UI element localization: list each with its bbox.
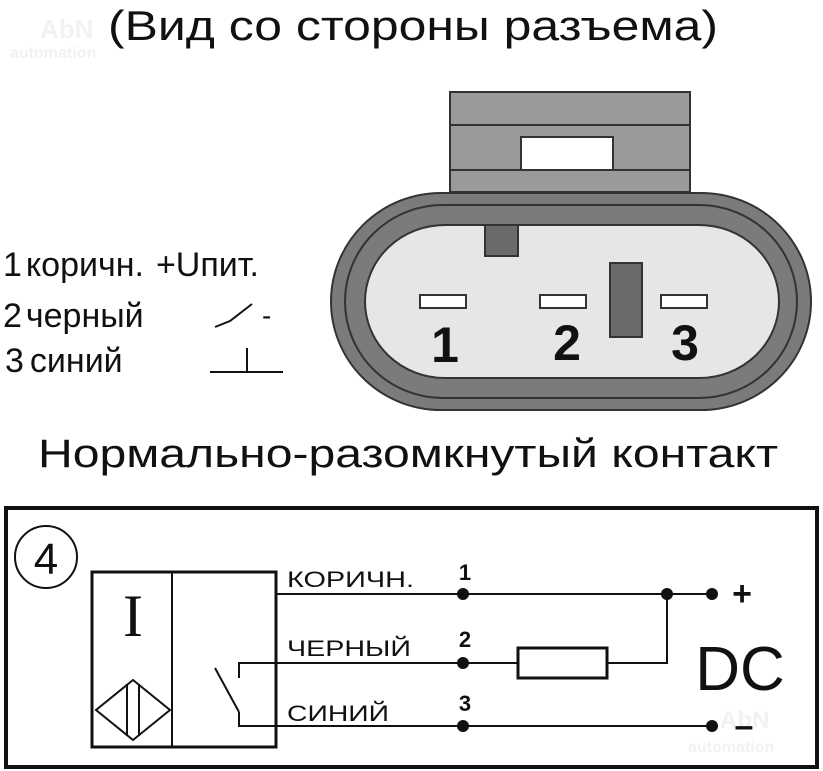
- pin-slot-3: [660, 294, 708, 309]
- sensor-box: [90, 570, 278, 749]
- connector-view: 1 2 3: [330, 91, 812, 411]
- contact-type-label: Нормально-разомкнутый контакт: [38, 432, 778, 476]
- latch-window: [520, 136, 614, 171]
- connector-key: [484, 224, 519, 257]
- junction-dots: [457, 588, 718, 732]
- wire-number-1: 1: [459, 560, 471, 585]
- wire-label-3: СИНИЙ: [287, 701, 389, 726]
- wire-number-3: 3: [459, 691, 471, 716]
- load-resistor: [516, 646, 609, 680]
- badge-number: 4: [34, 535, 58, 584]
- switch-contact-icon: [214, 662, 250, 727]
- pin-number-2: 2: [553, 315, 581, 371]
- minus-terminal: –: [735, 707, 754, 745]
- switch-symbol-icon: [214, 303, 253, 328]
- pin-slot-1: [419, 294, 467, 309]
- plus-terminal: +: [732, 575, 752, 613]
- schematic: 4 I КОРИЧН. ЧЕРНЫЙ СИНИЙ 1: [4, 506, 819, 769]
- svg-text:AbN: AbN: [720, 707, 769, 734]
- ground-symbol-icon: [210, 348, 283, 373]
- page-title: (Вид со стороны разъема): [108, 2, 718, 49]
- svg-text:AbN: AbN: [40, 14, 93, 44]
- pin-number-1: 1: [431, 317, 459, 373]
- supply-label: DC: [695, 635, 785, 704]
- pin-slot-2: [539, 294, 587, 309]
- pin-number-3: 3: [671, 315, 699, 371]
- connector-divider: [609, 262, 643, 338]
- badge-circle: [14, 525, 78, 589]
- svg-text:automation: automation: [688, 739, 774, 756]
- legend-function-2: -: [262, 300, 271, 331]
- sensor-symbol: I: [123, 583, 143, 649]
- schematic-frame: [4, 506, 819, 769]
- svg-text:automation: automation: [10, 45, 96, 62]
- watermark-logo: AbN automation AbN automation: [10, 14, 774, 756]
- wire-number-2: 2: [459, 627, 471, 652]
- inductive-sensor-icon: [94, 678, 172, 742]
- wire-label-2: ЧЕРНЫЙ: [287, 636, 411, 661]
- wire-label-1: КОРИЧН.: [287, 567, 414, 592]
